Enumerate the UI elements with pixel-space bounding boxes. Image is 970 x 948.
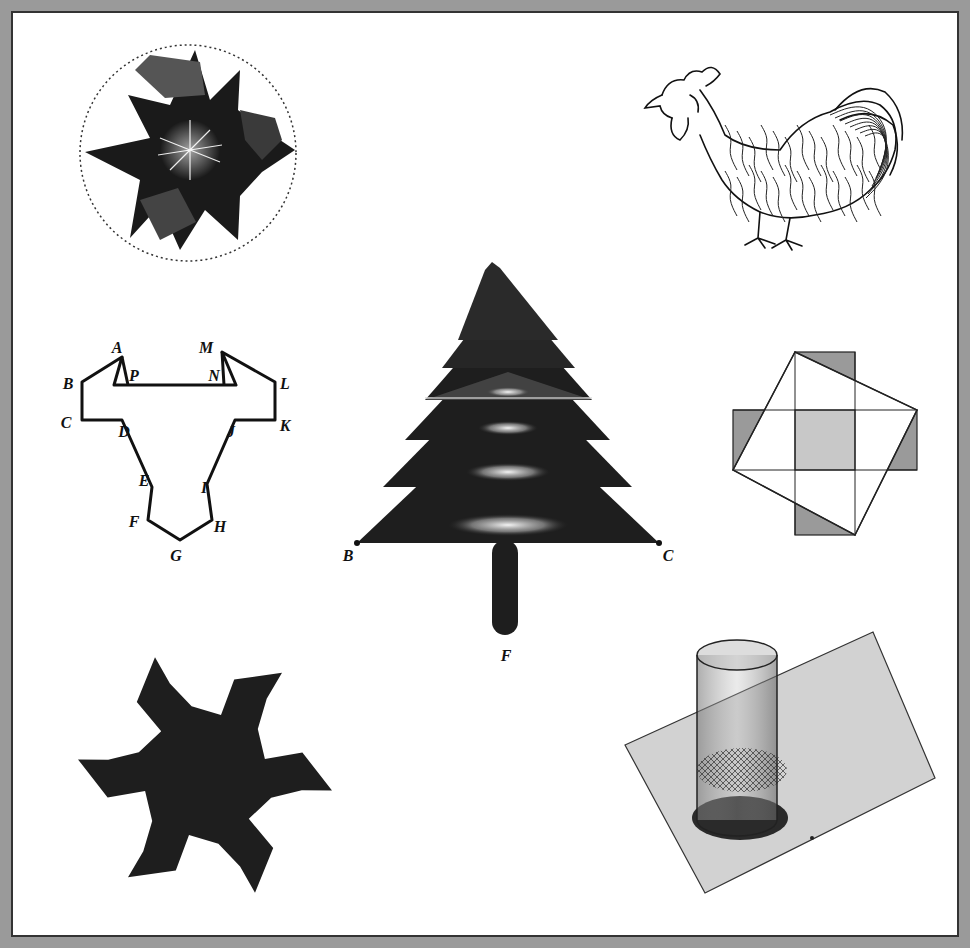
feather-stroke xyxy=(809,131,821,176)
feather-stroke xyxy=(725,171,737,216)
tail-stroke xyxy=(840,115,886,178)
vertex-label: B xyxy=(63,376,74,392)
page-panel xyxy=(12,12,958,936)
feather-stroke xyxy=(857,165,869,210)
vertex-label: M xyxy=(199,340,213,356)
point-label: B xyxy=(343,548,354,564)
feather-strokes xyxy=(725,107,888,222)
feather-stroke xyxy=(773,131,785,176)
feather-stroke xyxy=(833,171,845,216)
feather-stroke xyxy=(797,125,809,170)
tail-stroke xyxy=(865,133,888,198)
feather-stroke xyxy=(833,125,845,170)
feather-stroke xyxy=(761,171,773,216)
feather-stroke xyxy=(737,131,749,176)
feather-stroke xyxy=(809,177,821,222)
feather-stroke xyxy=(797,171,809,216)
feather-stroke xyxy=(857,137,869,182)
point-label: C xyxy=(663,548,674,564)
feather-stroke xyxy=(749,137,761,182)
feather-stroke xyxy=(737,177,749,222)
feather-stroke xyxy=(725,125,737,170)
square-figure xyxy=(733,352,917,535)
vertex-label: K xyxy=(280,418,291,434)
feather-stroke xyxy=(845,177,857,222)
tail-stroke xyxy=(860,129,887,194)
vertex-label: D xyxy=(118,424,130,440)
tree-figure xyxy=(354,262,662,635)
rooster-sketch xyxy=(645,67,902,250)
vertex-label: N xyxy=(208,368,220,384)
feather-stroke xyxy=(773,177,785,222)
pinwheel-star xyxy=(78,657,332,893)
feather-stroke xyxy=(821,137,833,182)
vertex-label: E xyxy=(139,473,150,489)
vertex-label: A xyxy=(112,340,123,356)
vertex-label: G xyxy=(170,548,182,564)
vertex-label: C xyxy=(61,415,72,431)
vertex-label: L xyxy=(280,376,290,392)
vertex-label: F xyxy=(129,514,140,530)
vertex-label: H xyxy=(214,519,226,535)
feather-stroke xyxy=(845,131,857,176)
vertex-label: J xyxy=(227,424,235,440)
vertex-label: P xyxy=(129,368,139,384)
feather-stroke xyxy=(785,137,797,182)
feather-stroke xyxy=(785,165,797,210)
feather-stroke xyxy=(749,165,761,210)
vertex-label: I xyxy=(201,480,207,496)
star-in-circle xyxy=(80,45,296,261)
feather-stroke xyxy=(761,125,773,170)
feather-stroke xyxy=(821,165,833,210)
polygon-outline xyxy=(82,352,275,540)
cylinder-on-plane xyxy=(625,632,935,893)
point-label: F xyxy=(501,648,512,664)
